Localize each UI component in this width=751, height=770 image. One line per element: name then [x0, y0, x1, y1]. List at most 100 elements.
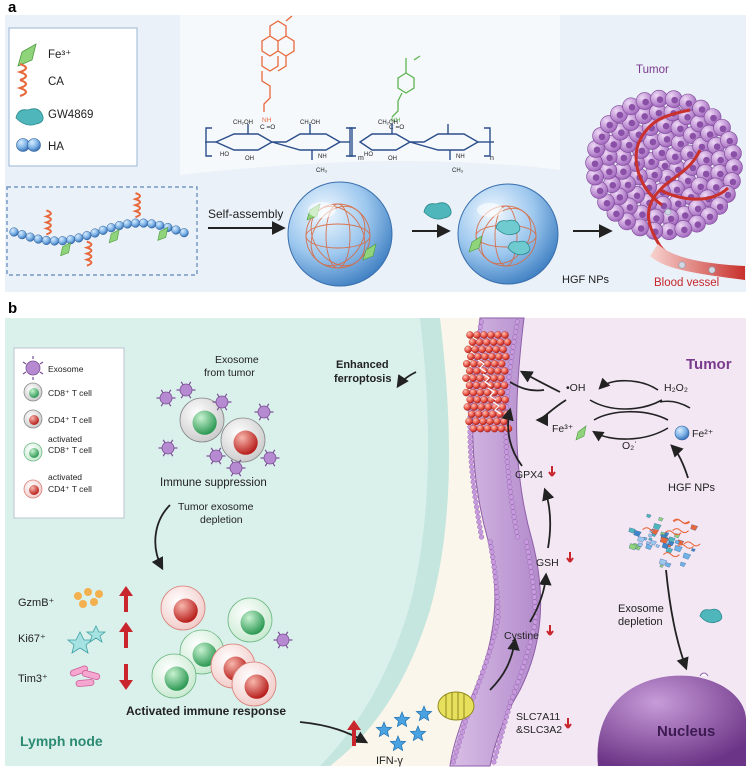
lipid-head: [492, 629, 498, 635]
debris-piece: [648, 533, 653, 538]
tumor-exosome-6: [257, 405, 271, 419]
lipid-head: [506, 479, 512, 485]
lipid-head: [495, 614, 501, 620]
sphere-1: [287, 181, 393, 287]
lipid-head: [499, 729, 505, 735]
lipid-head: [489, 549, 495, 555]
lipid-head: [467, 439, 473, 445]
exosome-depletion-b-2: depletion: [618, 616, 663, 628]
tumor-cell-nucleus: [616, 194, 624, 201]
tim3-marker: [69, 665, 101, 687]
lipid-head: [493, 624, 499, 630]
blood-vessel-label: Blood vessel: [654, 277, 719, 289]
lipid-head: [530, 579, 536, 585]
tumor-exosome-1: [159, 391, 173, 405]
peroxidized-lipid: [499, 345, 507, 354]
peroxidized-lipid: [481, 410, 490, 418]
ca-fragment: [664, 530, 682, 536]
tumor-exosome-3-spike: [188, 381, 192, 386]
debris-piece: [691, 548, 696, 552]
tumor-cell-nucleus: [625, 141, 633, 149]
debris-piece: [645, 543, 653, 550]
peroxidized-lipid: [479, 417, 487, 426]
lipid-head: [531, 624, 537, 630]
tumor-exosome-4: [209, 449, 223, 463]
peroxidized-lipid: [466, 331, 474, 339]
ifn-star: [415, 705, 433, 722]
peroxidized-lipid: [473, 331, 481, 339]
tumor-exosome-1-spike: [168, 402, 172, 407]
lipid-head: [510, 509, 516, 515]
gsh-down-arrow: [566, 552, 574, 563]
tumor-cell-nucleus: [694, 205, 702, 213]
peroxidized-lipid: [482, 338, 491, 346]
tim3-down-arrow: [119, 664, 133, 690]
lipid-head: [509, 499, 515, 505]
peroxidized-lipid: [469, 374, 477, 382]
nucleus-pore: [699, 672, 709, 677]
panel-b-legend: Exosome CD8⁺ T cell CD4⁺ T cell activate…: [13, 347, 125, 519]
lipid-head: [474, 684, 480, 690]
tumor-cell-nucleus: [624, 219, 632, 226]
fe-on-chain-2: [108, 229, 120, 244]
tumor-cell-nucleus: [642, 98, 649, 106]
legend-cd8: CD8⁺ T cell: [48, 388, 92, 398]
peroxidized-lipid: [488, 352, 496, 361]
debris-piece: [628, 543, 638, 551]
ha-bead: [98, 225, 108, 235]
lipid-head: [508, 699, 514, 705]
nh-right: NH: [391, 117, 401, 124]
lipid-head: [503, 434, 509, 440]
lipid-head: [506, 704, 512, 710]
sphere-2-gw-2: [507, 240, 531, 256]
peroxidized-lipid: [496, 338, 505, 346]
gpx4-label: GPX4: [515, 469, 543, 481]
panel-a-legend: Fe³⁺ CA GW4869 HA: [8, 27, 138, 167]
dashed-box: [6, 186, 198, 276]
lipid-head: [469, 464, 475, 470]
lipid-head: [495, 744, 501, 750]
lipid-crack: [487, 387, 497, 401]
lipid-head: [478, 534, 485, 540]
tumor-cell-nucleus: [624, 181, 632, 189]
nanoparticle-sphere-2: [457, 183, 559, 285]
tumor-cell-nucleus: [710, 114, 717, 122]
peroxidized-lipid: [464, 345, 472, 354]
o2-label: O₂˙: [622, 440, 638, 452]
peroxidized-lipid: [497, 424, 506, 433]
tumor-cell-nucleus: [731, 164, 739, 172]
ferro-link: [509, 381, 545, 392]
ha-bead: [74, 233, 84, 243]
lipid-head: [483, 659, 489, 665]
ha-backbone: [205, 124, 494, 160]
legend-ca-label: CA: [48, 76, 64, 88]
panel-a: a Fe³⁺ CA GW4869 HA: [5, 0, 746, 292]
panel-b: b Nucleus Exosome CD8⁺ T cell: [5, 300, 746, 767]
activated-cd4-cell-3-nucleus: [244, 674, 269, 699]
lipid-peroxidation-cluster: [462, 331, 513, 433]
lipid-head: [485, 654, 491, 660]
tumor-cell-nucleus: [618, 129, 625, 136]
peroxidized-lipid: [480, 396, 488, 404]
ifn-star: [389, 735, 407, 752]
tumor-exosome-1-spike: [160, 389, 164, 394]
lipid-head: [511, 339, 517, 345]
lipid-head: [514, 319, 520, 325]
tumor-cell-nucleus: [648, 158, 655, 166]
tumor-exosome-8-spike: [230, 472, 234, 477]
peroxidized-lipid: [484, 403, 493, 411]
lipid-head: [531, 589, 537, 595]
tumor-exosome-4-spike: [210, 460, 214, 465]
lipid-head: [527, 564, 534, 570]
tumor-cell-nucleus: [598, 133, 606, 141]
gpx4-to-ferroptosis-arrow: [501, 407, 523, 467]
ch3-3: CH₃: [452, 168, 464, 174]
ki67-label: Ki67⁺: [18, 633, 46, 645]
tumor-cell-nucleus: [606, 168, 613, 176]
tumor-exosome-depletion-2: depletion: [200, 514, 243, 526]
nh-3: NH: [456, 154, 465, 160]
peroxidized-lipid: [502, 352, 510, 361]
peroxidized-lipid: [470, 403, 479, 411]
ha-bead: [9, 227, 19, 237]
